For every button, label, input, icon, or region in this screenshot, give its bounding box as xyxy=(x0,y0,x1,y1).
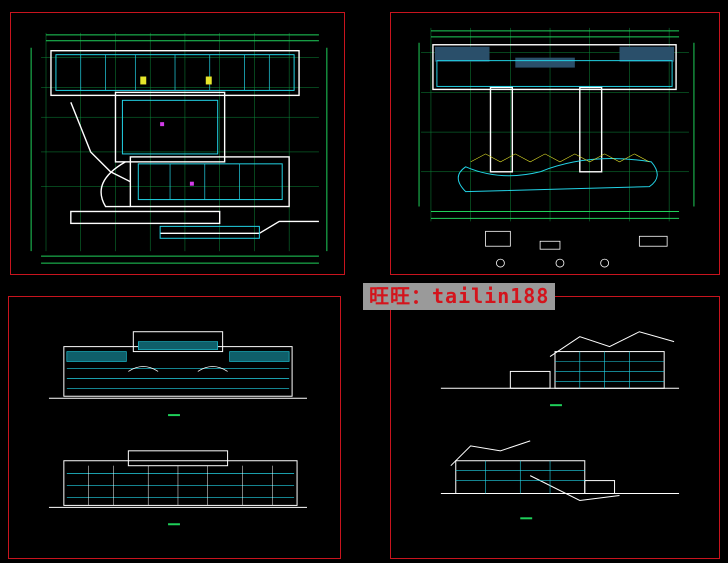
floor-plan-drawing xyxy=(30,32,328,264)
second-floor-plan-sheet xyxy=(390,12,720,275)
first-floor-plan-sheet xyxy=(10,12,345,275)
front-elevation-drawings xyxy=(48,331,307,526)
front-elevations-sheet xyxy=(8,296,341,559)
upper-floor-plan-drawing xyxy=(418,27,695,268)
side-elevations-sheet xyxy=(390,296,720,559)
watermark-label: 旺旺：tailin188 xyxy=(363,283,556,310)
side-elevation-drawings xyxy=(440,331,680,520)
